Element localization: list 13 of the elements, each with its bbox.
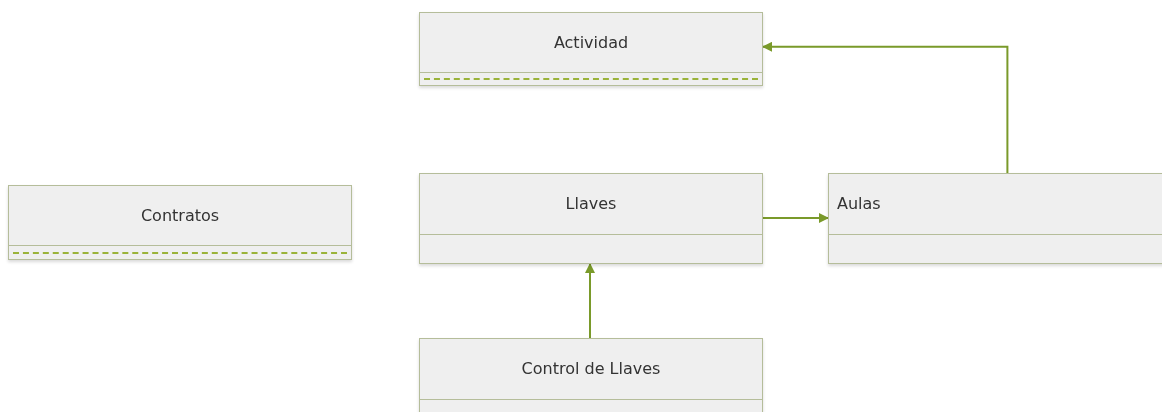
arrow [762,41,1009,174]
class-name: Aulas [837,193,881,215]
class-box [419,338,763,412]
arrow [585,263,595,339]
class-box [8,185,352,260]
class-box [419,12,763,86]
class-name: Llaves [565,193,617,215]
class-name: Actividad [553,31,629,54]
class-box [419,173,763,264]
arrow [762,213,829,223]
class-name: Control de Llaves [521,358,661,380]
class-name: Contratos [140,204,220,227]
class-box [828,173,1162,264]
